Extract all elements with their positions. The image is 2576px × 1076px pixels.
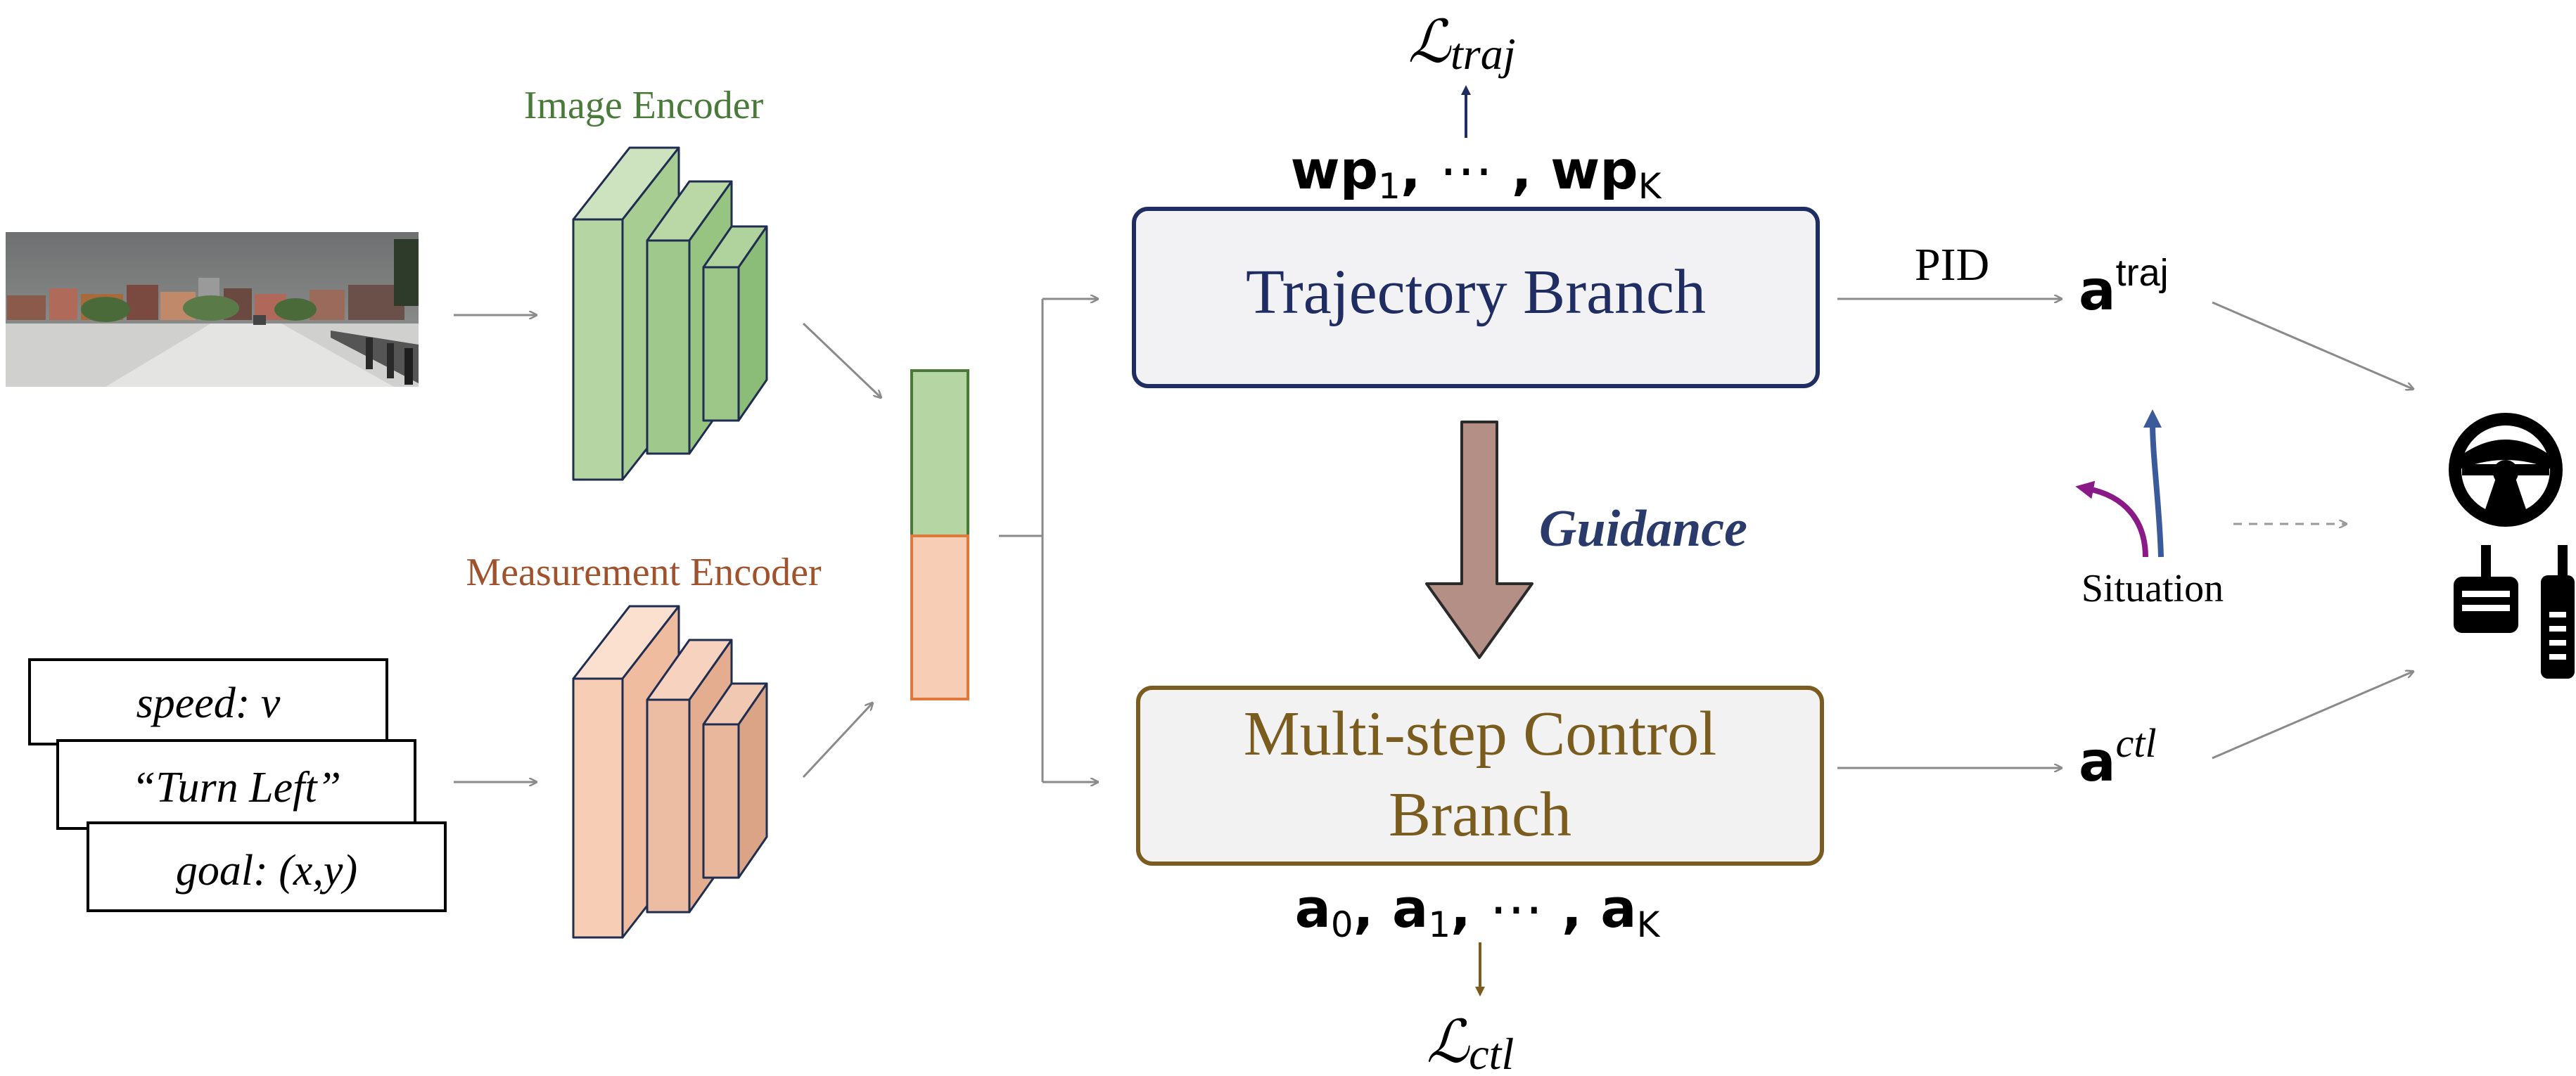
input-command-card: “Turn Left” xyxy=(56,739,416,830)
trajectory-branch-label: Trajectory Branch xyxy=(1246,257,1706,327)
steering-wheel-icon xyxy=(2449,413,2563,527)
pedals-icon xyxy=(2454,545,2575,679)
straight-arrow-icon xyxy=(2143,409,2164,558)
action-ctl-label: actl xyxy=(2079,720,2157,794)
guidance-arrow xyxy=(1425,421,1534,659)
command-text: “Turn Left” xyxy=(132,764,341,812)
arrow-actl-to-vehicle xyxy=(2212,672,2413,760)
camera-image xyxy=(6,232,419,387)
control-branch-label-line1: Multi-step Control xyxy=(1244,699,1717,769)
arrow-atraj-to-vehicle xyxy=(2212,301,2413,389)
guidance-label: Guidance xyxy=(1539,500,1747,558)
loss-ctl-label: ℒctl xyxy=(1427,1010,1514,1076)
goal-text: goal: (x,y) xyxy=(176,847,357,895)
image-encoder-blocks xyxy=(572,146,768,481)
control-branch-label-line2: Branch xyxy=(1389,780,1571,850)
image-encoder-label: Image Encoder xyxy=(524,84,764,127)
measurement-encoder-blocks xyxy=(572,605,768,939)
waypoints-label: wp1, ⋯ , wpK xyxy=(1291,139,1662,207)
pid-label: PID xyxy=(1915,239,1989,290)
situation-label: Situation xyxy=(2081,567,2224,610)
input-speed-card: speed: v xyxy=(28,658,388,745)
arrow-image-encoder-to-feature xyxy=(802,322,881,397)
feature-vector xyxy=(910,369,969,700)
action-traj-label: atraj xyxy=(2079,252,2169,323)
input-goal-card: goal: (x,y) xyxy=(87,821,447,912)
actions-sequence-label: a0, a1, ⋯ , aK xyxy=(1295,877,1661,945)
arrow-measure-encoder-to-feature xyxy=(802,703,872,779)
trajectory-branch: Trajectory Branch xyxy=(1132,207,1820,388)
loss-traj-label: ℒtraj xyxy=(1408,10,1516,79)
control-branch: Multi-step Control Branch xyxy=(1136,686,1824,866)
turn-left-arrow-icon xyxy=(2075,480,2148,558)
measurement-encoder-label: Measurement Encoder xyxy=(466,551,822,594)
speed-text: speed: v xyxy=(136,679,281,727)
